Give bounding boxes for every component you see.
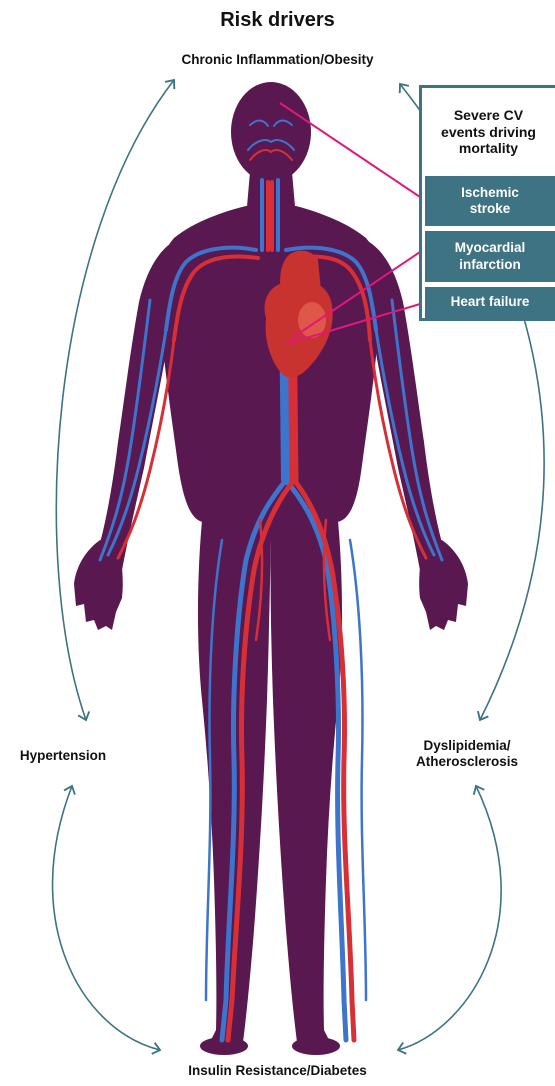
cv-events-header: Severe CV events driving mortality [422, 88, 555, 176]
arrow-bottom-left [53, 786, 160, 1050]
head [231, 82, 311, 182]
right-hand [419, 540, 468, 630]
torso [159, 206, 382, 522]
left-hand [74, 540, 123, 630]
event-myocardial-infarction: Myocardial infarction [425, 231, 555, 282]
arrow-bottom-right [398, 786, 501, 1050]
risk-driver-top-label: Chronic Inflammation/Obesity [0, 52, 555, 68]
risk-driver-bottom-label: Insulin Resistance/Diabetes [0, 1063, 555, 1079]
right-foot [292, 1037, 340, 1055]
event-heart-failure: Heart failure [425, 287, 555, 318]
diagram-title: Risk drivers [0, 8, 555, 32]
risk-driver-right-label: Dyslipidemia/ Atherosclerosis [392, 738, 542, 770]
risk-driver-left-label: Hypertension [8, 748, 118, 764]
event-ischemic-stroke: Ischemic stroke [425, 176, 555, 226]
cv-events-panel: Severe CV events driving mortality Ische… [419, 85, 555, 321]
